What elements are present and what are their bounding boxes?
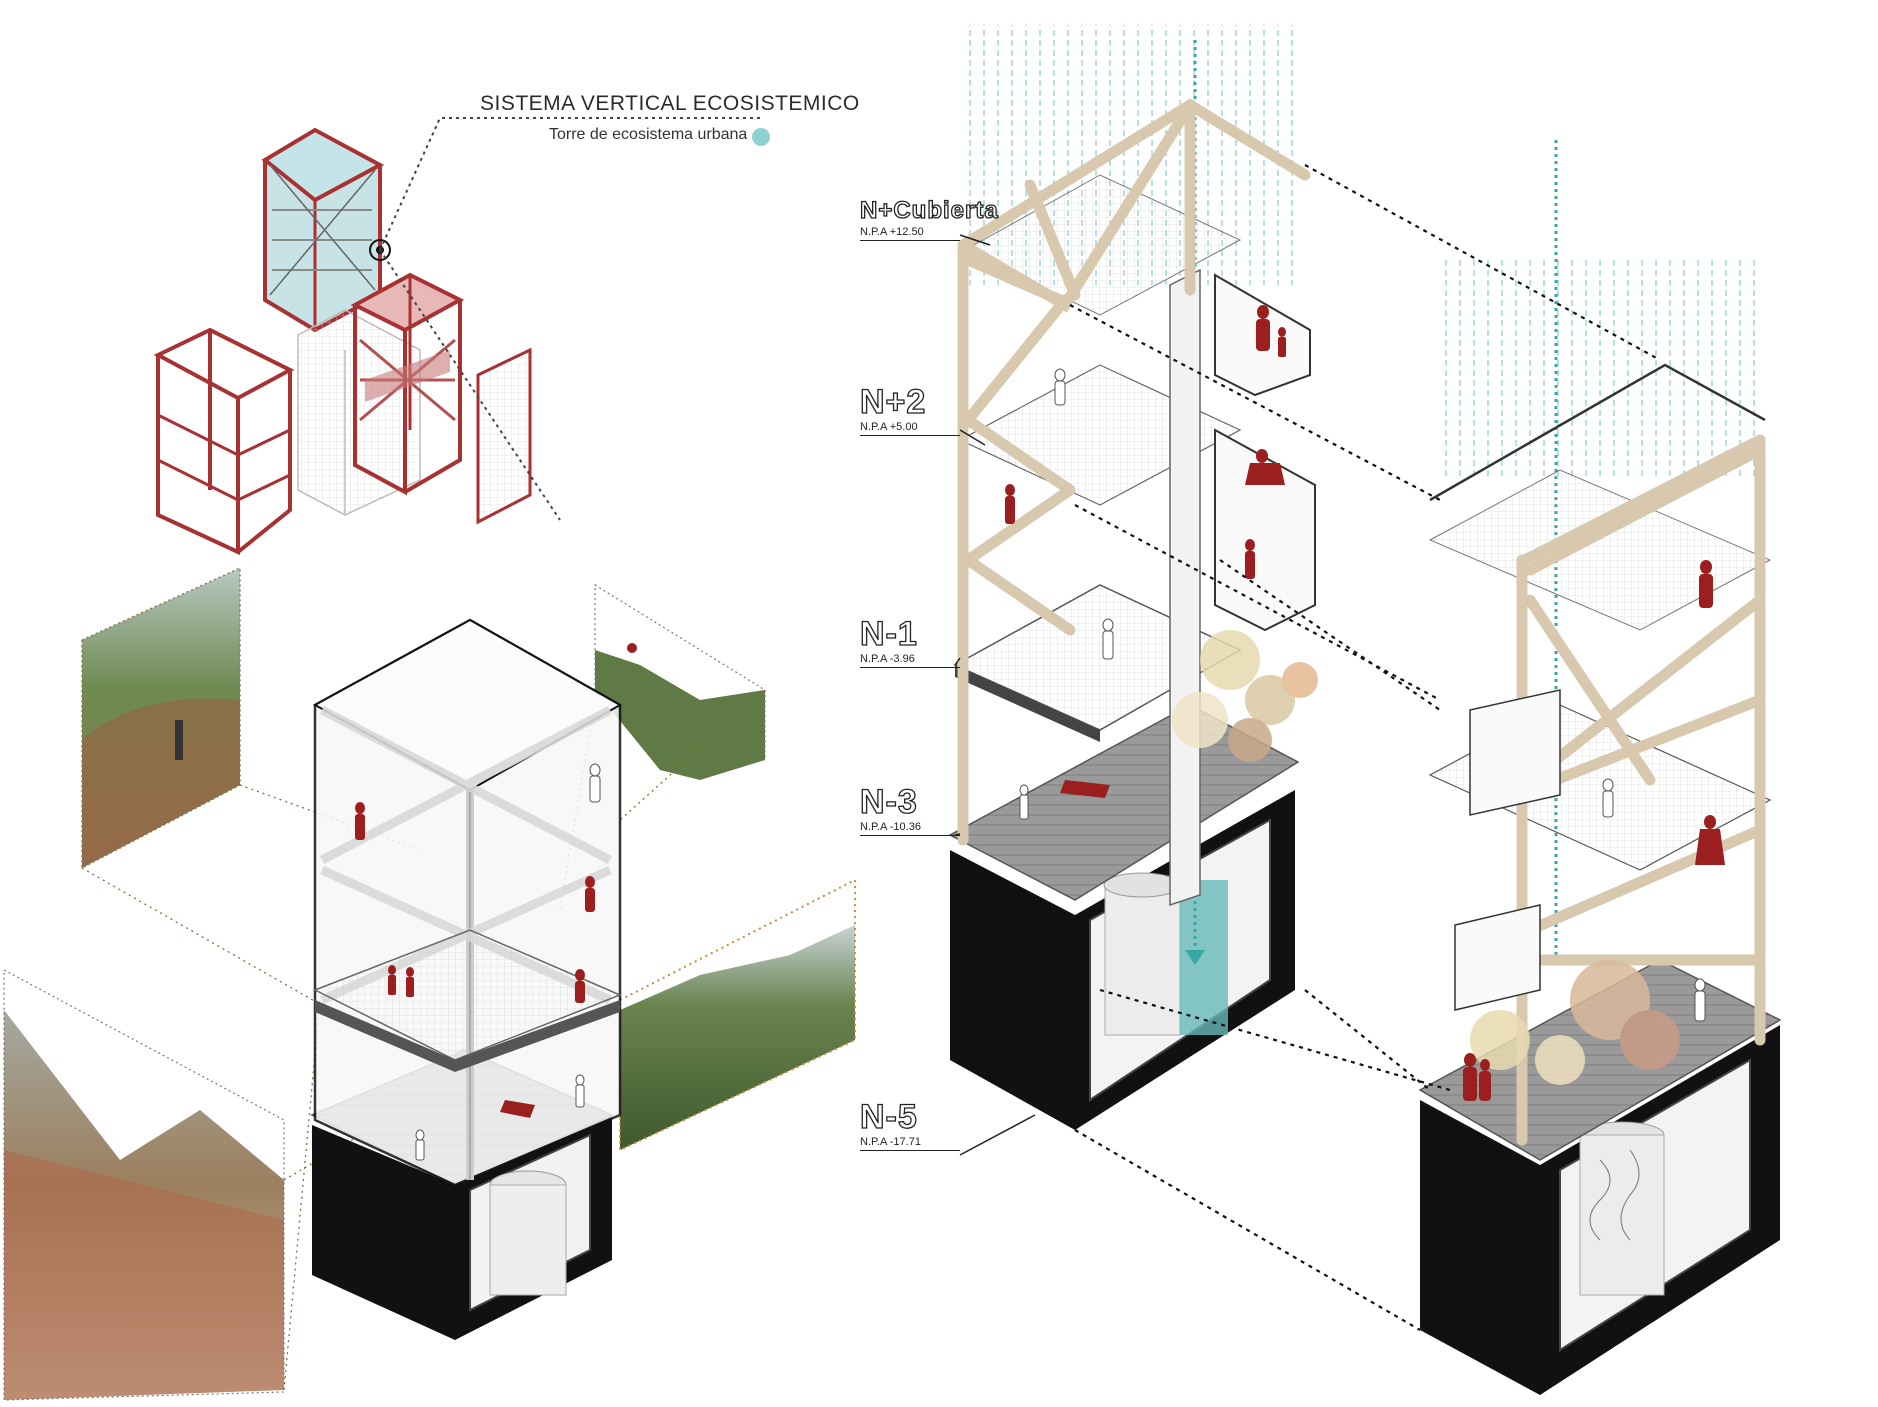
photo-panel-left-upper — [81, 566, 241, 870]
level-n5: N-5 N.P.A -17.71 — [859, 1098, 960, 1151]
level-n3-height: N.P.A -10.36 — [860, 821, 960, 836]
hatched-module — [297, 309, 421, 516]
red-frame-left — [153, 327, 295, 556]
level-cubierta-name: N+Cubierta — [859, 197, 999, 224]
left-tower — [310, 618, 623, 1340]
level-n5-name: N-5 — [859, 1098, 918, 1136]
legend-water-dot-icon — [752, 128, 770, 146]
level-n1: N-1 N.P.A -3.96 — [859, 615, 960, 668]
exploded-module-diagram — [153, 117, 762, 556]
level-n1-height: N.P.A -3.96 — [860, 653, 960, 668]
legend-title: SISTEMA VERTICAL ECOSISTEMICO — [480, 92, 860, 115]
side-panel — [476, 347, 532, 525]
vegetation-right — [1470, 960, 1680, 1085]
section-connectors — [1069, 164, 1661, 1331]
panel-connectors — [81, 689, 766, 1391]
level-cubierta: N+Cubierta N.P.A +12.50 — [859, 197, 999, 241]
level-n5-height: N.P.A -17.71 — [860, 1136, 960, 1151]
vegetation-center — [1172, 630, 1318, 762]
legend-subtitle: Torre de ecosistema urbana — [549, 126, 748, 143]
figures-right-tower — [1463, 560, 1725, 1101]
photo-panel-left-lower — [3, 968, 285, 1401]
figures-outline-center — [1019, 368, 1114, 820]
figures-outline-left-tower — [415, 763, 601, 1161]
figures-left-tower — [355, 802, 595, 1118]
level-n3-name: N-3 — [859, 783, 918, 821]
level-n2-height: N.P.A +5.00 — [860, 421, 960, 436]
red-frame-right — [350, 272, 465, 496]
level-n2-name: N+2 — [859, 383, 927, 421]
level-n3: N-3 N.P.A -10.36 — [859, 783, 960, 836]
photo-panel-right-lower — [619, 878, 856, 1152]
level-leaders — [954, 234, 1036, 1156]
center-tower — [948, 25, 1318, 1130]
level-cubierta-height: N.P.A +12.50 — [860, 226, 960, 241]
level-n1-name: N-1 — [859, 615, 918, 653]
figures-center-tower — [1005, 305, 1286, 798]
right-tower — [1418, 140, 1782, 1395]
photo-panel-right-upper — [594, 583, 766, 780]
level-n2: N+2 N.P.A +5.00 — [859, 383, 960, 436]
figures-outline-right — [1602, 778, 1706, 1022]
